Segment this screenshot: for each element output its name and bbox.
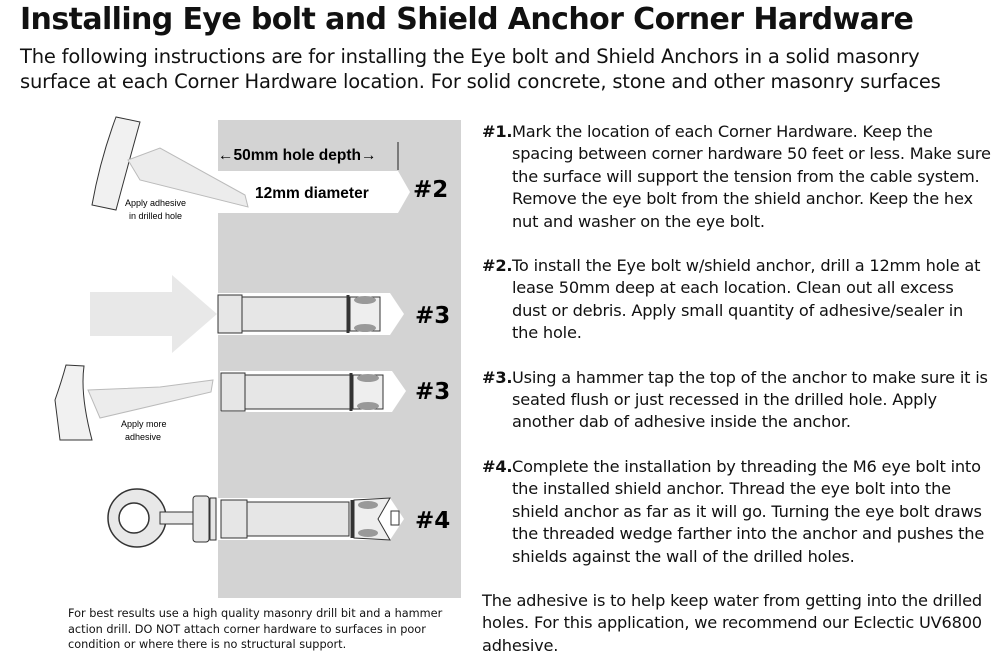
adhesive-nozzle-icon-2 xyxy=(54,364,214,441)
shield-anchor-1 xyxy=(217,293,404,335)
apply-more-label-2: adhesive xyxy=(125,432,161,442)
step-1: #1.Mark the location of each Corner Hard… xyxy=(482,121,992,233)
closing-note: The adhesive is to help keep water from … xyxy=(482,590,982,655)
hammer-direction-arrow xyxy=(90,275,217,353)
step-2: #2.To install the Eye bolt w/shield anch… xyxy=(482,255,992,345)
step-number: #3. xyxy=(482,367,513,387)
diameter-label: 12mm diameter xyxy=(255,185,369,202)
step-number: #1. xyxy=(482,122,513,141)
apply-adhesive-label-2: in drilled hole xyxy=(129,211,182,221)
step-3: #3.Using a hammer tap the top of the anc… xyxy=(482,367,992,434)
step-2-label: #2 xyxy=(413,177,448,203)
shield-anchor-2 xyxy=(220,371,406,412)
page-subtitle: The following instructions are for insta… xyxy=(20,45,941,93)
step-3b-label: #3 xyxy=(415,379,450,405)
step-number: #4. xyxy=(482,456,513,476)
apply-adhesive-label: Apply adhesive xyxy=(125,198,186,208)
step-text: Complete the installation by threading t… xyxy=(512,456,985,566)
step-number: #2. xyxy=(482,256,513,276)
step-text: Mark the location of each Corner Hardwar… xyxy=(512,122,991,231)
drill-note: For best results use a high quality maso… xyxy=(68,607,443,651)
step-text: To install the Eye bolt w/shield anchor,… xyxy=(512,256,981,343)
page-title: Installing Eye bolt and Shield Anchor Co… xyxy=(20,2,914,37)
drilled-hole xyxy=(218,171,410,213)
step-4: #4.Complete the installation by threadin… xyxy=(482,456,992,568)
hole-depth-label: ←50mm hole depth→ xyxy=(218,147,376,164)
step-4-label: #4 xyxy=(415,508,450,534)
step-text: Using a hammer tap the top of the anchor… xyxy=(512,367,988,432)
apply-more-label: Apply more xyxy=(121,419,167,429)
adhesive-nozzle-icon xyxy=(91,116,249,211)
instruction-steps: #1.Mark the location of each Corner Hard… xyxy=(482,121,992,657)
step-3-label: #3 xyxy=(415,303,450,329)
eye-bolt xyxy=(107,488,404,548)
